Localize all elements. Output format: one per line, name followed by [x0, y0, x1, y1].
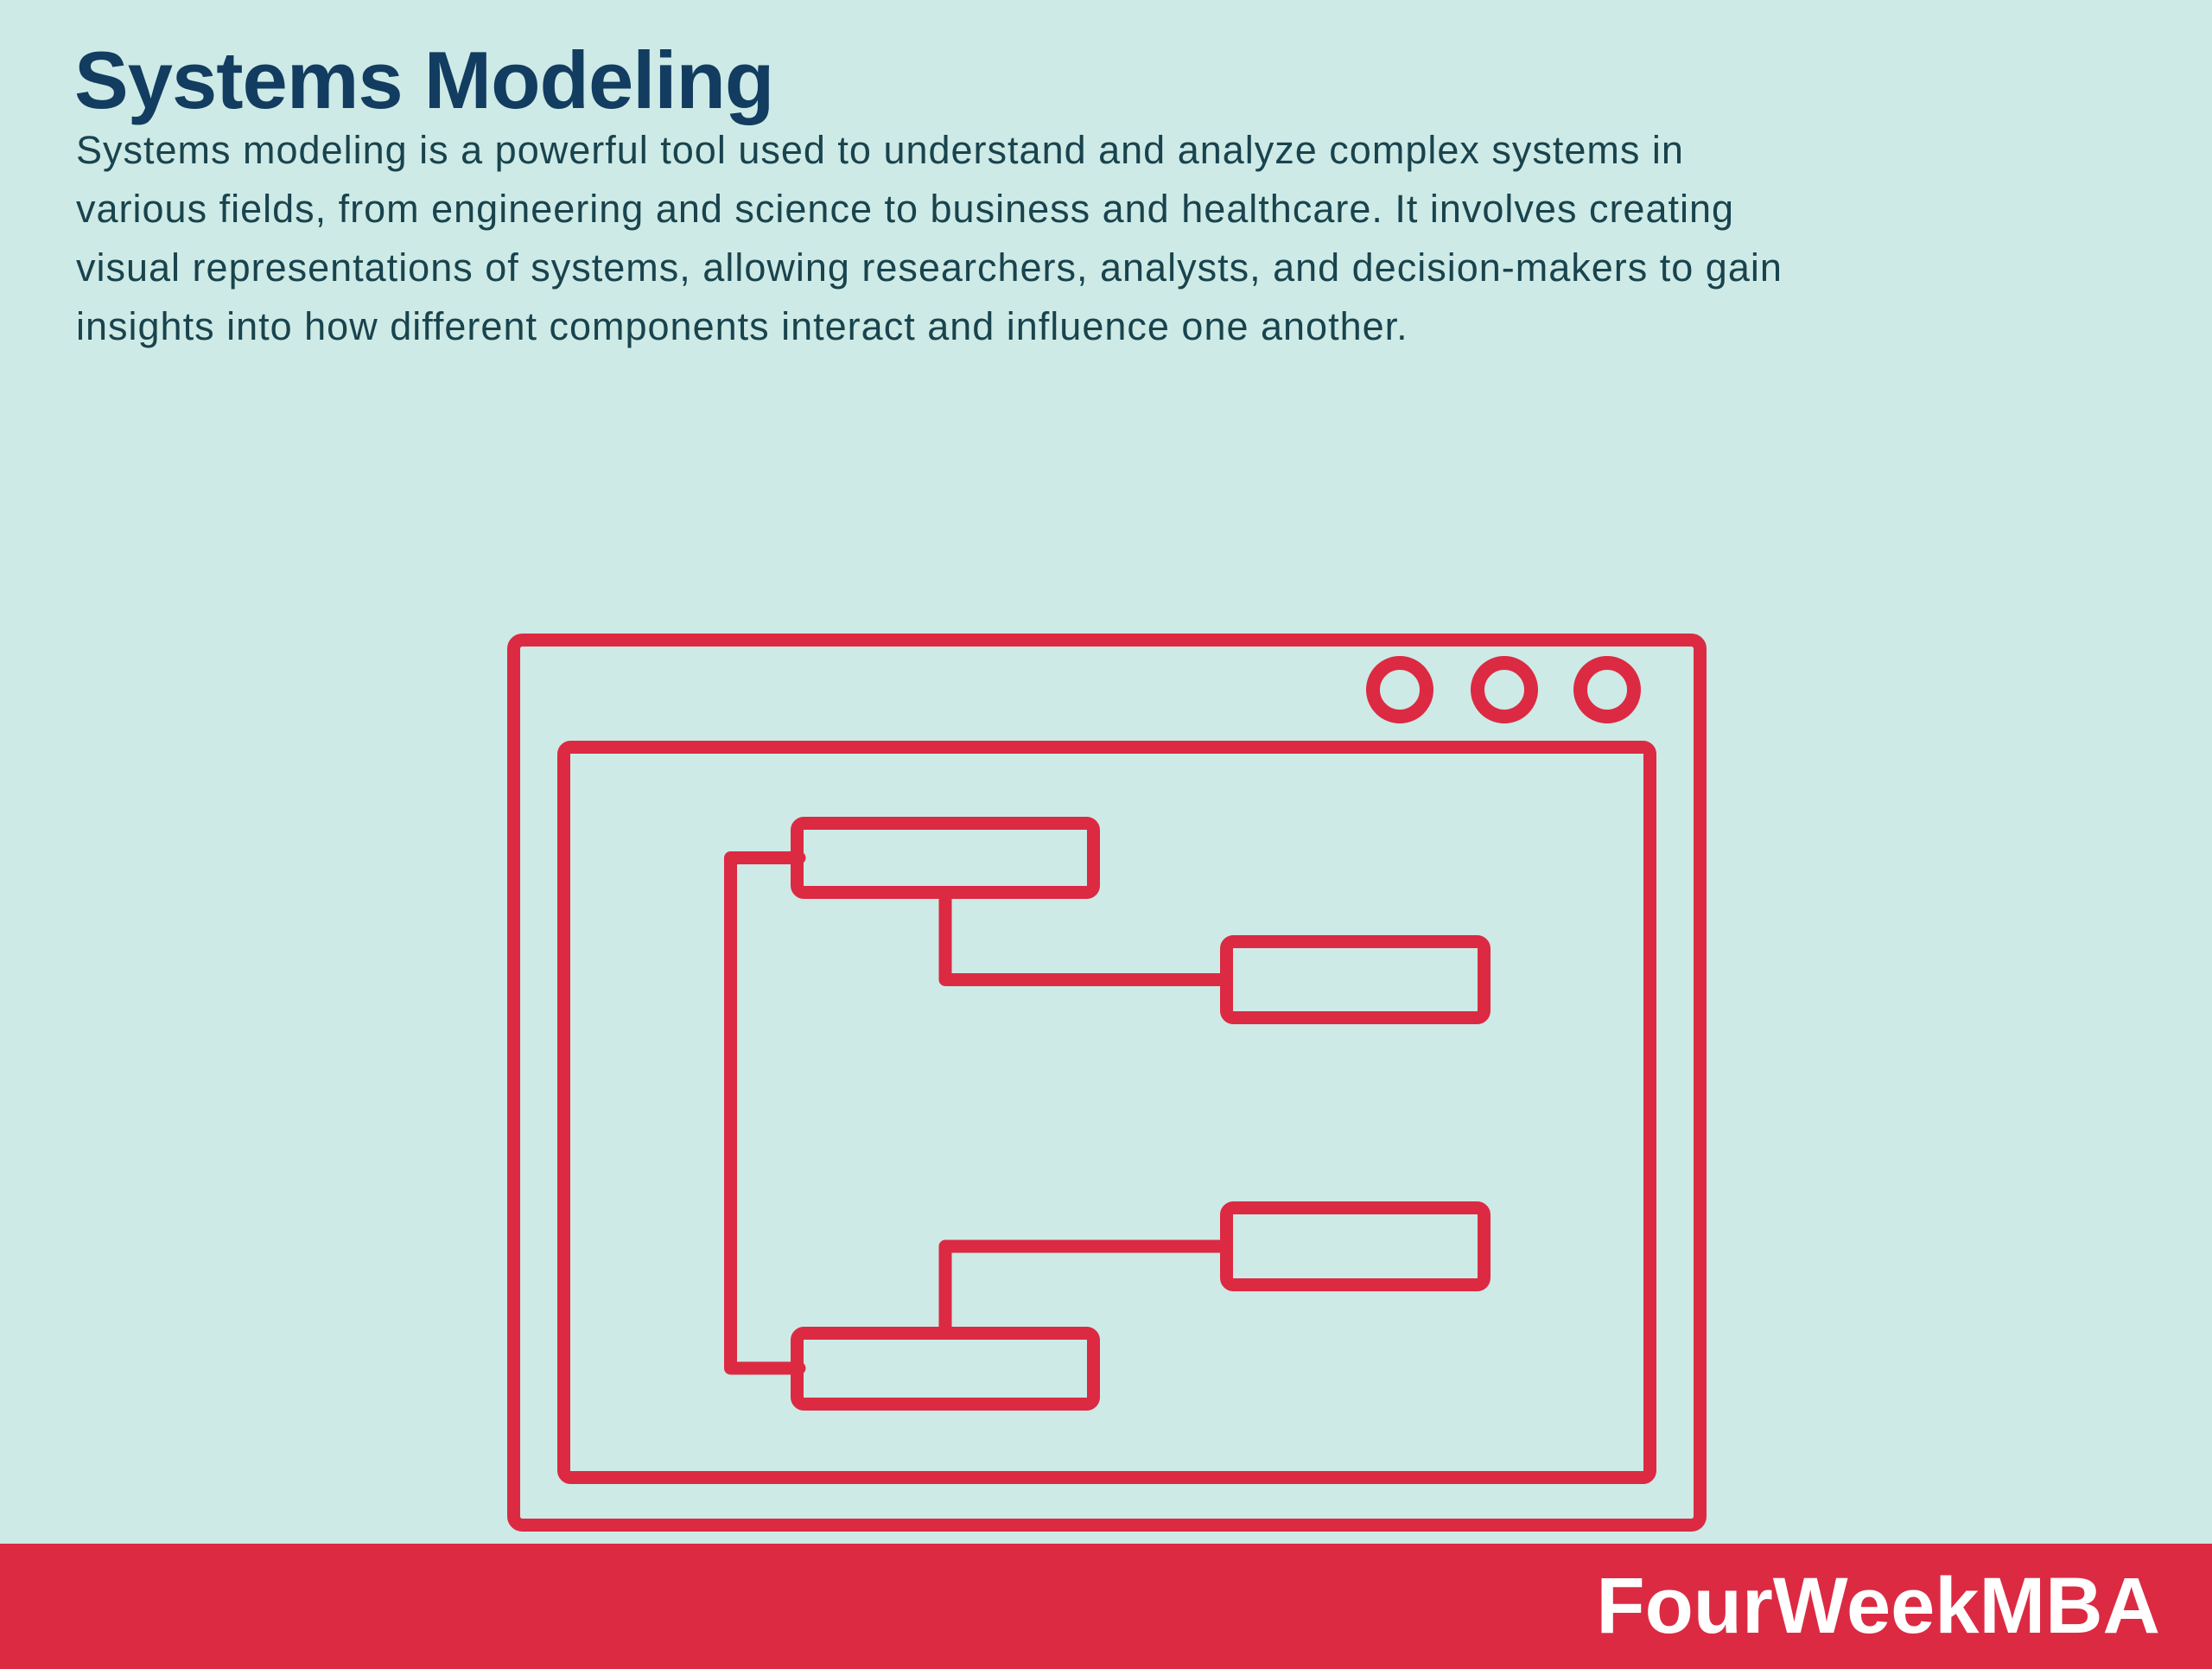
- window-control-circle-icon: [1366, 656, 1433, 723]
- window-outer-frame: [507, 634, 1707, 1532]
- intro-paragraph: Systems modeling is a powerful tool used…: [76, 121, 1783, 356]
- brand-logo-text: FourWeekMBA: [1596, 1562, 2160, 1650]
- window-content-frame: [557, 741, 1656, 1484]
- connector-bottom-elbow: [938, 1239, 1224, 1331]
- intro-line: insights into how different components i…: [76, 304, 1408, 348]
- intro-line: various fields, from engineering and sci…: [76, 187, 1735, 231]
- intro-line: Systems modeling is a powerful tool used…: [76, 128, 1684, 172]
- window-control-circle-icon: [1471, 656, 1538, 723]
- flow-box-top-left: [791, 817, 1100, 899]
- window-control-circle-icon: [1573, 656, 1641, 723]
- flow-box-lower-right: [1220, 1201, 1491, 1291]
- connector-top-elbow: [938, 895, 1224, 986]
- flow-box-middle-right: [1220, 935, 1491, 1024]
- flow-box-bottom-left: [791, 1327, 1100, 1411]
- intro-line: visual representations of systems, allow…: [76, 245, 1783, 290]
- connector-left-bracket: [724, 851, 806, 1375]
- page-title: Systems Modeling: [74, 35, 774, 125]
- footer-bar: FourWeekMBA: [0, 1544, 2212, 1669]
